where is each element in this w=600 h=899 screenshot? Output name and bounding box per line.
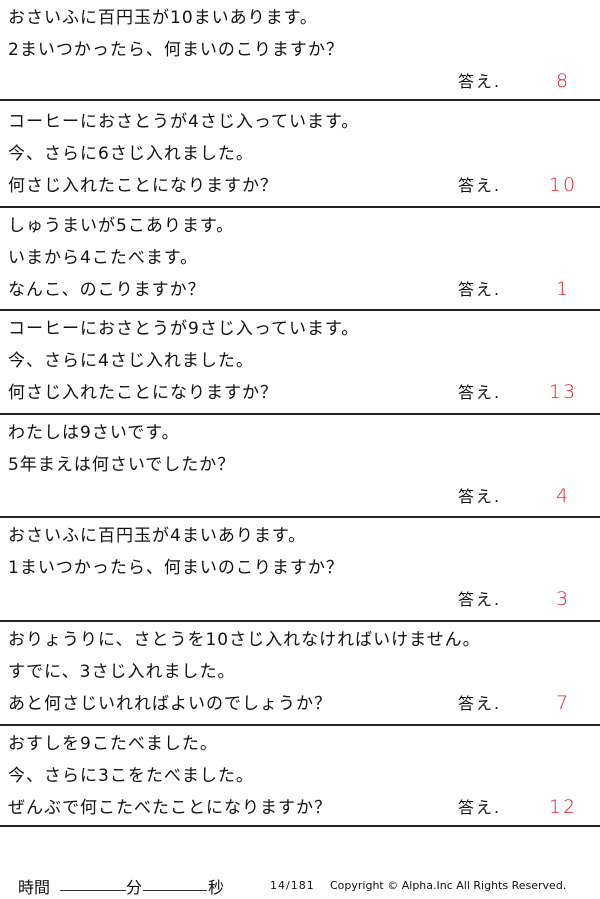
answer-value: 13: [548, 381, 578, 403]
minutes-blank: [60, 890, 126, 891]
problem-5: わたしは9さいです。 5年まえは何さいでしたか？ 答え. 4: [0, 415, 600, 518]
problem-text-line: コーヒーにおさとうが9さじ入っています。: [8, 319, 360, 339]
footer: 時間 分 秒 14/181 Copyright © Alpha.Inc All …: [0, 868, 600, 899]
problem-7: おりょうりに、さとうを10さじ入れなければいけません。すでに、3さじ入れました。…: [0, 622, 600, 726]
problem-text-line: しゅうまいが5こあります。: [8, 216, 235, 236]
answer-value: 12: [548, 796, 578, 818]
problem-6: おさいふに百円玉が4まいあります。 1まいつかったら、何まいのこりますか？ 答え. 3: [0, 518, 600, 622]
minutes-label: 分: [126, 878, 143, 897]
problem-text-line: 5年まえは何さいでしたか？: [8, 455, 236, 475]
seconds-label: 秒: [208, 878, 225, 897]
problem-text-line: 2まいつかったら、何まいのこりますか？: [8, 40, 344, 60]
problem-text-line: ぜんぶで何こたべたことになりますか？: [8, 798, 332, 818]
problem-text-line: 何さじ入れたことになりますか？: [8, 383, 278, 403]
problem-1: おさいふに百円玉が10まいあります。 2まいつかったら、何まいのこりますか？ 答え.…: [0, 0, 600, 101]
problem-text-line: 今、さらに3こをたべました。: [8, 766, 254, 786]
problem-text-line: いまから4こたべます。: [8, 248, 199, 268]
copyright: Copyright © Alpha.Inc All Rights Reserve…: [330, 879, 567, 892]
problem-text-line: 1まいつかったら、何まいのこりますか？: [8, 558, 344, 578]
answer-label: 答え.: [458, 280, 502, 299]
problem-text-line: わたしは9さいです。: [8, 423, 180, 443]
problem-text-line: おすしを9こたべました。: [8, 734, 218, 754]
problem-text-line: おさいふに百円玉が4まいあります。: [8, 526, 307, 546]
problem-3: しゅうまいが5こあります。いまから4こたべます。なんこ、のこりますか？ 答え. 1: [0, 208, 600, 311]
problem-text-line: すでに、3さじ入れました。: [8, 662, 236, 682]
answer-label: 答え.: [458, 487, 502, 506]
seconds-blank: [143, 890, 207, 891]
problem-8: おすしを9こたべました。今、さらに3こをたべました。ぜんぶで何こたべたことになり…: [0, 726, 600, 827]
answer-value: 8: [555, 70, 571, 92]
problem-text-line: おりょうりに、さとうを10さじ入れなければいけません。: [8, 630, 481, 650]
answer-value: 7: [555, 692, 571, 714]
answer-label: 答え.: [458, 176, 502, 195]
answer-label: 答え.: [458, 694, 502, 713]
problem-4: コーヒーにおさとうが9さじ入っています。今、さらに4さじ入れました。何さじ入れた…: [0, 311, 600, 415]
answer-value: 1: [555, 278, 571, 300]
problem-text-line: あと何さじいれればよいのでしょうか？: [8, 694, 332, 714]
problem-text-line: おさいふに百円玉が10まいあります。: [8, 8, 318, 28]
problem-text-line: コーヒーにおさとうが4さじ入っています。: [8, 112, 360, 132]
problem-2: コーヒーにおさとうが4さじ入っています。今、さらに6さじ入れました。何さじ入れた…: [0, 104, 600, 208]
time-label: 時間: [18, 878, 51, 897]
problem-text-line: 何さじ入れたことになりますか？: [8, 176, 278, 196]
answer-value: 10: [548, 174, 578, 196]
answer-label: 答え.: [458, 72, 502, 91]
answer-value: 3: [555, 588, 571, 610]
answer-label: 答え.: [458, 590, 502, 609]
answer-label: 答え.: [458, 383, 502, 402]
problem-text-line: なんこ、のこりますか？: [8, 280, 206, 300]
answer-label: 答え.: [458, 798, 502, 817]
problem-text-line: 今、さらに4さじ入れました。: [8, 351, 254, 371]
page-number: 14/181: [270, 879, 315, 892]
answer-value: 4: [555, 485, 571, 507]
problem-text-line: 今、さらに6さじ入れました。: [8, 144, 254, 164]
